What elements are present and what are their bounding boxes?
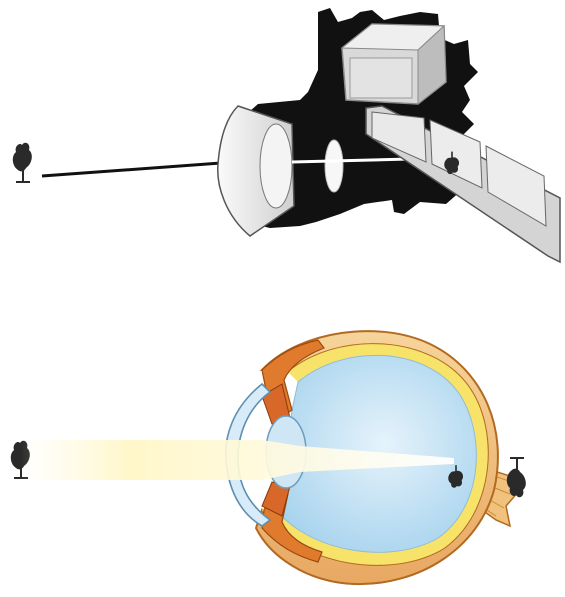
viewfinder [342,24,446,104]
camera-panel [13,8,560,262]
inverted-tree-icon [507,457,526,497]
camera-lens [325,140,343,192]
eye-panel [11,331,526,584]
tree-icon [13,143,32,183]
